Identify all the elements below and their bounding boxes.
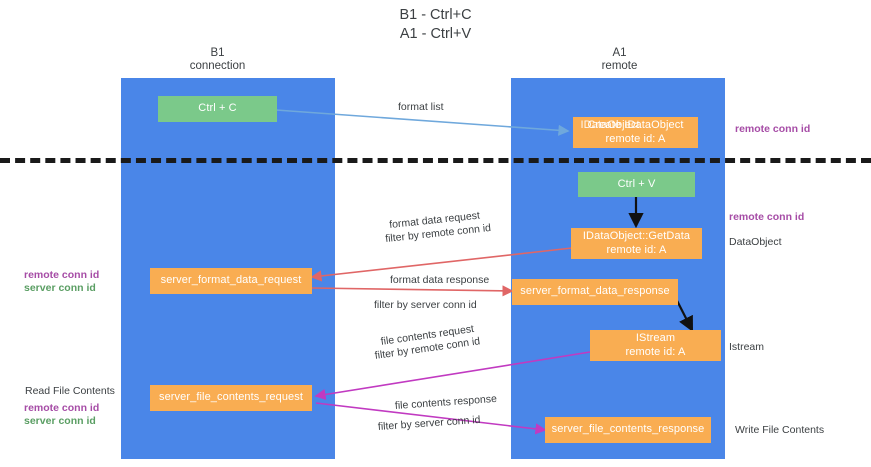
box-create-idataobject-line2: remote id: A <box>605 132 666 145</box>
filter-prefix-2: filter by <box>374 299 411 311</box>
side-label-left-bottom-remote-conn-id: remote conn id <box>24 402 100 414</box>
box-server-file-contents-request-label: server_file_contents_request <box>158 391 304 404</box>
box-server-file-contents-response[interactable]: server_file_contents_response <box>545 417 711 443</box>
arrow-format-data-response <box>311 285 514 297</box>
column-header-b1-sub: connection <box>189 60 246 72</box>
box-server-file-contents-response-label: server_file_contents_response <box>551 423 705 436</box>
box-server-format-data-response-label: server_format_data_response <box>520 285 670 298</box>
box-ctrl-v[interactable]: Ctrl + V <box>578 172 695 197</box>
column-header-a1: A1 remote <box>557 47 682 73</box>
column-header-a1-sub: remote <box>601 60 638 72</box>
side-label-dataobject: DataObject <box>729 236 782 248</box>
box-create-idataobject[interactable]: IDataObject Create IDataObject remote id… <box>573 117 698 148</box>
edge-label-file-contents-response-filter: filter by server conn id <box>378 414 481 434</box>
box-create-idataobject-line1: IDataObject Create IDataObject <box>581 119 684 133</box>
filter-prefix-1: filter by <box>384 229 423 246</box>
edge-label-format-list: format list <box>398 101 444 113</box>
box-ctrl-v-label: Ctrl + V <box>617 177 656 190</box>
box-server-file-contents-request[interactable]: server_file_contents_request <box>150 385 312 411</box>
box-idataobject-getdata-line1: IDataObject::GetData <box>582 230 691 242</box>
filter-key-server-conn-id-2: server conn id <box>414 413 481 431</box>
column-header-b1-name: B1 <box>210 47 225 59</box>
side-label-left-bottom-server-conn-id: server conn id <box>24 415 96 427</box>
box-server-format-data-request-label: server_format_data_request <box>160 274 302 287</box>
filter-prefix-4: filter by <box>377 418 416 433</box>
filter-prefix-3: filter by <box>374 344 413 362</box>
side-label-write-file-contents: Write File Contents <box>735 424 825 436</box>
side-label-remote-conn-id-top: remote conn id <box>735 123 811 135</box>
box-istream-line2: remote id: A <box>625 345 686 358</box>
column-header-a1-name: A1 <box>612 47 627 59</box>
title-line-1: B1 - Ctrl+C <box>399 7 472 23</box>
edge-label-file-contents-response: file contents response <box>394 392 498 412</box>
box-ctrl-c-label: Ctrl + C <box>198 102 237 115</box>
column-header-b1: B1 connection <box>155 47 280 73</box>
box-create-idataobject-main-text: Create IDataObject <box>587 119 684 131</box>
box-ctrl-c[interactable]: Ctrl + C <box>158 96 277 122</box>
box-create-idataobject-overlay-text: IDataObject <box>580 119 640 131</box>
edge-label-format-data-response: format data response <box>390 274 490 286</box>
box-server-format-data-request[interactable]: server_format_data_request <box>150 268 312 294</box>
box-idataobject-getdata[interactable]: IDataObject::GetData remote id: A <box>571 228 702 259</box>
box-server-format-data-response[interactable]: server_format_data_response <box>512 279 678 305</box>
filter-key-server-conn-id-1: server conn id <box>410 299 477 311</box>
side-label-left-remote-conn-id: remote conn id <box>24 269 100 281</box>
edge-label-format-data-response-filter: filter by server conn id <box>374 299 477 312</box>
side-label-left-server-conn-id: server conn id <box>24 282 96 294</box>
title-line-2: A1 - Ctrl+V <box>399 26 472 42</box>
box-idataobject-getdata-line2: remote id: A <box>606 243 667 256</box>
side-label-istream: Istream <box>729 341 765 353</box>
side-label-read-file-contents: Read File Contents <box>25 385 115 397</box>
box-istream-line1: IStream <box>635 332 676 344</box>
box-istream[interactable]: IStream remote id: A <box>590 330 721 361</box>
page-title: B1 - Ctrl+C A1 - Ctrl+V <box>0 6 871 44</box>
section-divider <box>0 158 871 163</box>
side-label-remote-conn-id-mid: remote conn id <box>729 211 805 223</box>
